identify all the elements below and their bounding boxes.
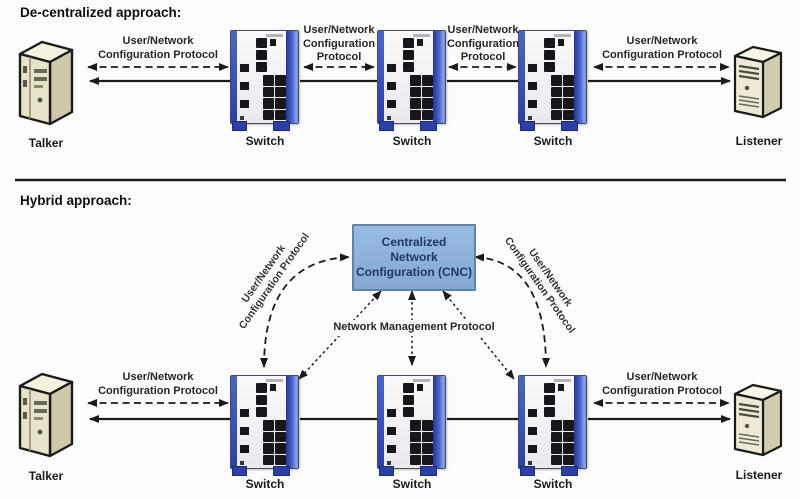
network-management-protocol-label: Network Management Protocol [330, 320, 498, 336]
switch-label: Switch [245, 134, 285, 148]
protocol-label-switch3-listener-bottom: User/Network Configuration Protocol [590, 371, 734, 398]
listener-icon [731, 380, 785, 465]
listener-label: Listener [735, 134, 783, 148]
protocol-label-line: User/Network [447, 24, 519, 36]
arrow-nmp-cnc-switch1 [298, 290, 382, 380]
switch-icon [230, 375, 300, 476]
protocol-label-switch2-switch3-top: User/Network Configuration Protocol [446, 24, 520, 65]
decentralized-section-title: De-centralized approach: [20, 5, 182, 20]
cnc-label-line: Configuration (CNC) [356, 265, 472, 279]
protocol-label-line: User/Network [626, 35, 698, 47]
talker-label: Talker [28, 136, 64, 150]
switch-label: Switch [533, 477, 573, 491]
talker-icon [14, 368, 78, 467]
protocol-label-switch3-listener-top: User/Network Configuration Protocol [590, 35, 734, 62]
switch-label: Switch [245, 477, 285, 491]
cnc-box: Centralized Network Configuration (CNC) [352, 224, 476, 291]
protocol-label-line: Configuration Protocol [602, 384, 722, 397]
protocol-label-switch1-switch2-top: User/Network Configuration Protocol [302, 24, 376, 65]
cnc-label-line: Centralized [381, 235, 447, 249]
arrow-unc-switch1-cnc-curve [260, 253, 350, 368]
switch-label: Switch [533, 134, 573, 148]
protocol-label-line: User/Network [303, 24, 375, 36]
protocol-label-line: Configuration Protocol [98, 384, 218, 397]
switch-label: Switch [392, 477, 432, 491]
protocol-label-line: Configuration [302, 37, 376, 50]
switch-chassis [230, 30, 299, 124]
protocol-label-line: Protocol [316, 51, 362, 63]
listener-label: Listener [735, 468, 783, 482]
protocol-label-line: User/Network [122, 371, 194, 383]
listener-icon [731, 42, 785, 127]
switch-icon [518, 375, 588, 476]
switch-brand-label [266, 34, 283, 37]
protocol-label-line: Configuration [446, 37, 520, 50]
switch-icon [377, 30, 447, 131]
switch-icon [518, 30, 588, 131]
switch-port-grid [263, 75, 286, 120]
protocol-label-talker-switch1-bottom: User/Network Configuration Protocol [86, 371, 230, 398]
talker-icon [14, 36, 78, 135]
arrow-unc-cnc-switch3-curve [474, 253, 550, 368]
protocol-label-line: User/Network [122, 35, 194, 47]
hybrid-section-title: Hybrid approach: [20, 193, 132, 208]
protocol-label-talker-switch1-top: User/Network Configuration Protocol [86, 35, 230, 62]
protocol-label-line: User/Network [626, 371, 698, 383]
switch-label: Switch [392, 134, 432, 148]
switch-icon [377, 375, 447, 476]
switch-icon [230, 30, 300, 131]
protocol-label-line: Protocol [460, 51, 506, 63]
cnc-label-line: Network [390, 250, 438, 264]
protocol-label-line: Configuration Protocol [602, 48, 722, 61]
protocol-label-line: Configuration Protocol [98, 48, 218, 61]
talker-label: Talker [28, 469, 64, 483]
